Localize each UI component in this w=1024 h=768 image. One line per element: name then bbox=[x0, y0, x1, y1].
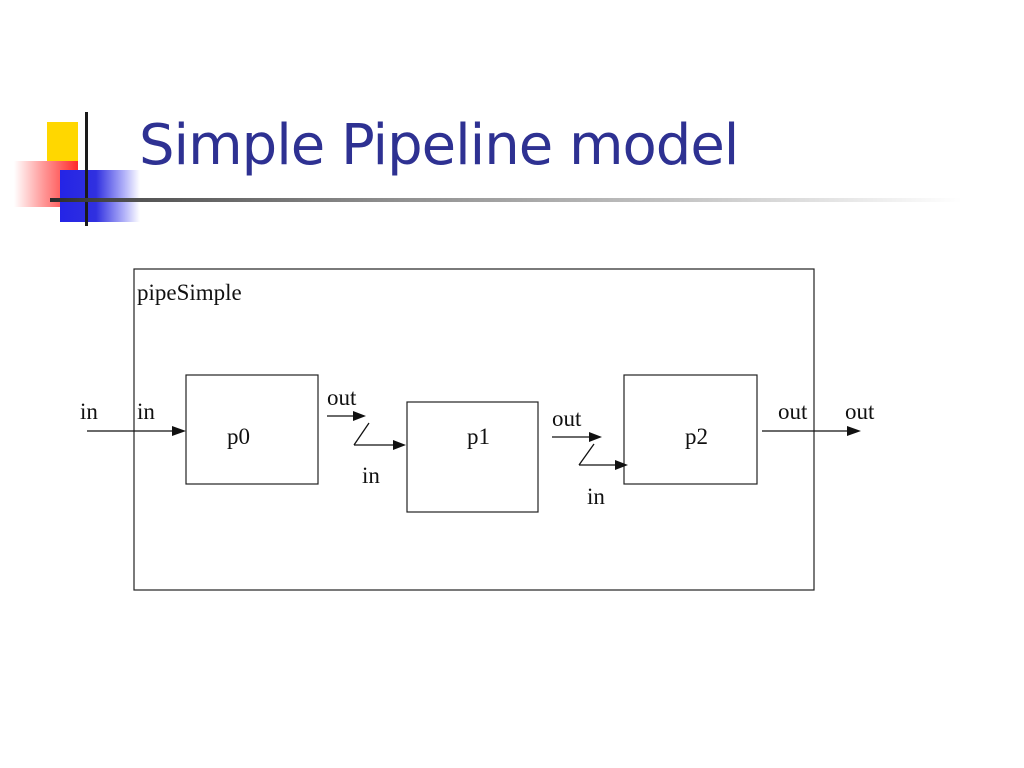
external-out-label: out bbox=[845, 399, 875, 424]
p2-in-label: in bbox=[587, 484, 605, 509]
output-arrowhead bbox=[847, 426, 861, 436]
p1-in-label: in bbox=[362, 463, 380, 488]
p1-in-arrowhead bbox=[393, 440, 406, 450]
p1-out-arrowhead bbox=[589, 432, 602, 442]
input-arrowhead bbox=[172, 426, 186, 436]
p1-p2-connector bbox=[578, 443, 595, 466]
process-label-p2: p2 bbox=[685, 424, 708, 449]
p2-out-label: out bbox=[778, 399, 808, 424]
container-label: pipeSimple bbox=[137, 280, 242, 305]
p0-p1-connector bbox=[353, 422, 370, 446]
p0-in-label: in bbox=[137, 399, 155, 424]
title-underline bbox=[50, 198, 962, 202]
process-box-p0 bbox=[185, 374, 319, 485]
slide-title: Simple Pipeline model bbox=[139, 113, 739, 178]
p0-out-arrowhead bbox=[353, 411, 366, 421]
process-label-p1: p1 bbox=[467, 424, 490, 449]
logo-blue-square bbox=[60, 170, 140, 222]
external-in-label: in bbox=[80, 399, 98, 424]
p2-in-arrowhead bbox=[615, 460, 628, 470]
p1-out-label: out bbox=[552, 406, 582, 431]
container-box bbox=[133, 268, 815, 591]
p0-out-label: out bbox=[327, 385, 357, 410]
process-label-p0: p0 bbox=[227, 424, 250, 449]
process-box-p1 bbox=[406, 401, 539, 513]
logo-vertical-line bbox=[85, 112, 88, 226]
process-box-p2 bbox=[623, 374, 758, 485]
